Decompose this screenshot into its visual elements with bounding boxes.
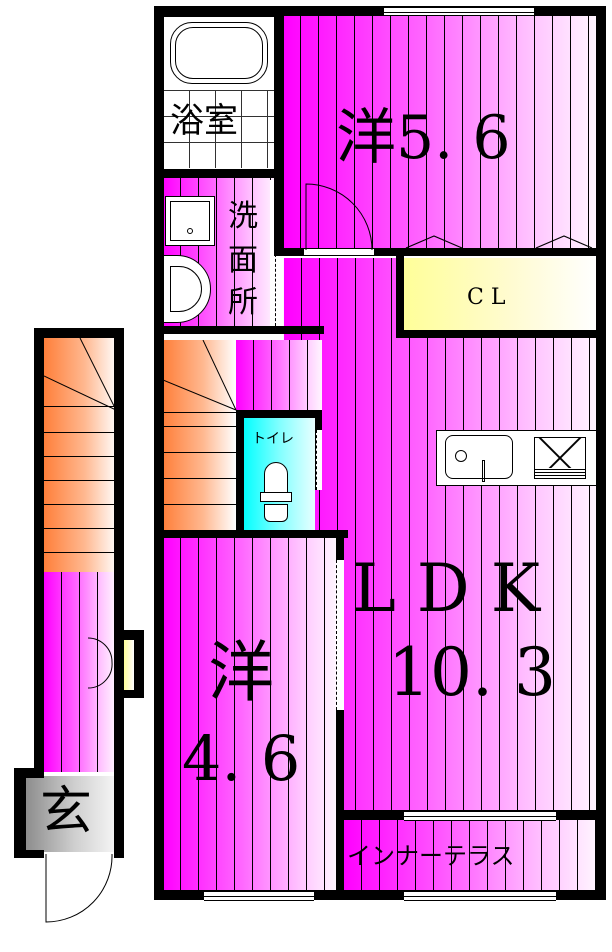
shoe-cabinet-doors[interactable] (86, 636, 116, 692)
wall-entrance-top (14, 768, 44, 778)
wall-right (596, 6, 606, 898)
wall-left (154, 6, 164, 898)
toilet-door[interactable] (316, 430, 322, 490)
wall-bath-bottom (154, 170, 276, 178)
wall-entrance-bottom (14, 850, 44, 858)
bathroom-label: 浴室 (170, 101, 238, 141)
washroom-label-3: 所 (228, 285, 258, 320)
toilet-label: トイレ (252, 431, 294, 447)
stairs-lower (44, 338, 118, 572)
toilet-icon (260, 462, 292, 526)
western-room-2-floor (163, 538, 336, 890)
washroom-label-1: 洗 (228, 199, 258, 234)
window-room1-top[interactable] (384, 7, 534, 16)
western-room-2-label-top: 洋 (208, 634, 274, 711)
wall-closet-left (396, 248, 404, 338)
washing-machine-icon (165, 196, 215, 246)
wall-washroom-bottom (154, 326, 324, 334)
western-room-2-label-bottom: 4. 6 (182, 722, 301, 795)
western-room-1-floor (283, 14, 597, 250)
closet-floor (404, 258, 597, 330)
wall-room2-right (336, 530, 344, 900)
ldk-label-bottom: 10. 3 (388, 634, 556, 711)
sink-icon (445, 435, 513, 482)
corridor-floor (44, 572, 116, 772)
room2-sliding-door[interactable] (336, 560, 344, 710)
door-room1-opening[interactable] (304, 249, 374, 255)
western-room-1-label: 洋5. 6 (336, 103, 511, 173)
door-room1-swing (305, 183, 373, 250)
stairs-upper (163, 340, 236, 532)
washroom-label-2: 面 (228, 243, 258, 278)
entrance-door-swing[interactable] (44, 852, 116, 924)
kitchen-counter (436, 430, 597, 486)
entrance-label: 玄 (40, 782, 93, 842)
wall-stair-right (114, 328, 124, 858)
bathroom-tile-grid (164, 90, 274, 168)
inner-terrace-floor (344, 820, 597, 890)
wall-room1-bottom (274, 248, 606, 256)
wall-closet-bottom (396, 330, 606, 338)
window-room2-bottom[interactable] (204, 891, 314, 901)
closet-folding-doors[interactable] (404, 232, 596, 250)
wall-bath-right (274, 6, 284, 254)
wall-entrance-left (14, 768, 26, 858)
wall-stair-top (34, 328, 124, 338)
stairs-winder-lines (163, 340, 237, 411)
wall-top (154, 6, 606, 16)
stove-icon (534, 437, 586, 479)
wall-toilet-top (236, 410, 322, 418)
wall-toilet-left (236, 410, 244, 536)
bathtub-icon (170, 22, 268, 84)
window-terrace-bottom[interactable] (404, 891, 556, 901)
stairs-lower-winder (44, 338, 117, 411)
entrance-floor (24, 776, 116, 852)
shoe-cabinet-inner (124, 640, 134, 690)
hall-floor (236, 340, 322, 412)
closet-label: C L (467, 285, 506, 310)
inner-terrace-label: インナーテラス (347, 842, 515, 870)
wall-stair-left (34, 328, 44, 778)
window-terrace-top[interactable] (404, 811, 556, 821)
wall-bottom (154, 890, 606, 900)
wall-room2-top (154, 530, 348, 538)
ldk-label-top: L D K (352, 550, 541, 627)
